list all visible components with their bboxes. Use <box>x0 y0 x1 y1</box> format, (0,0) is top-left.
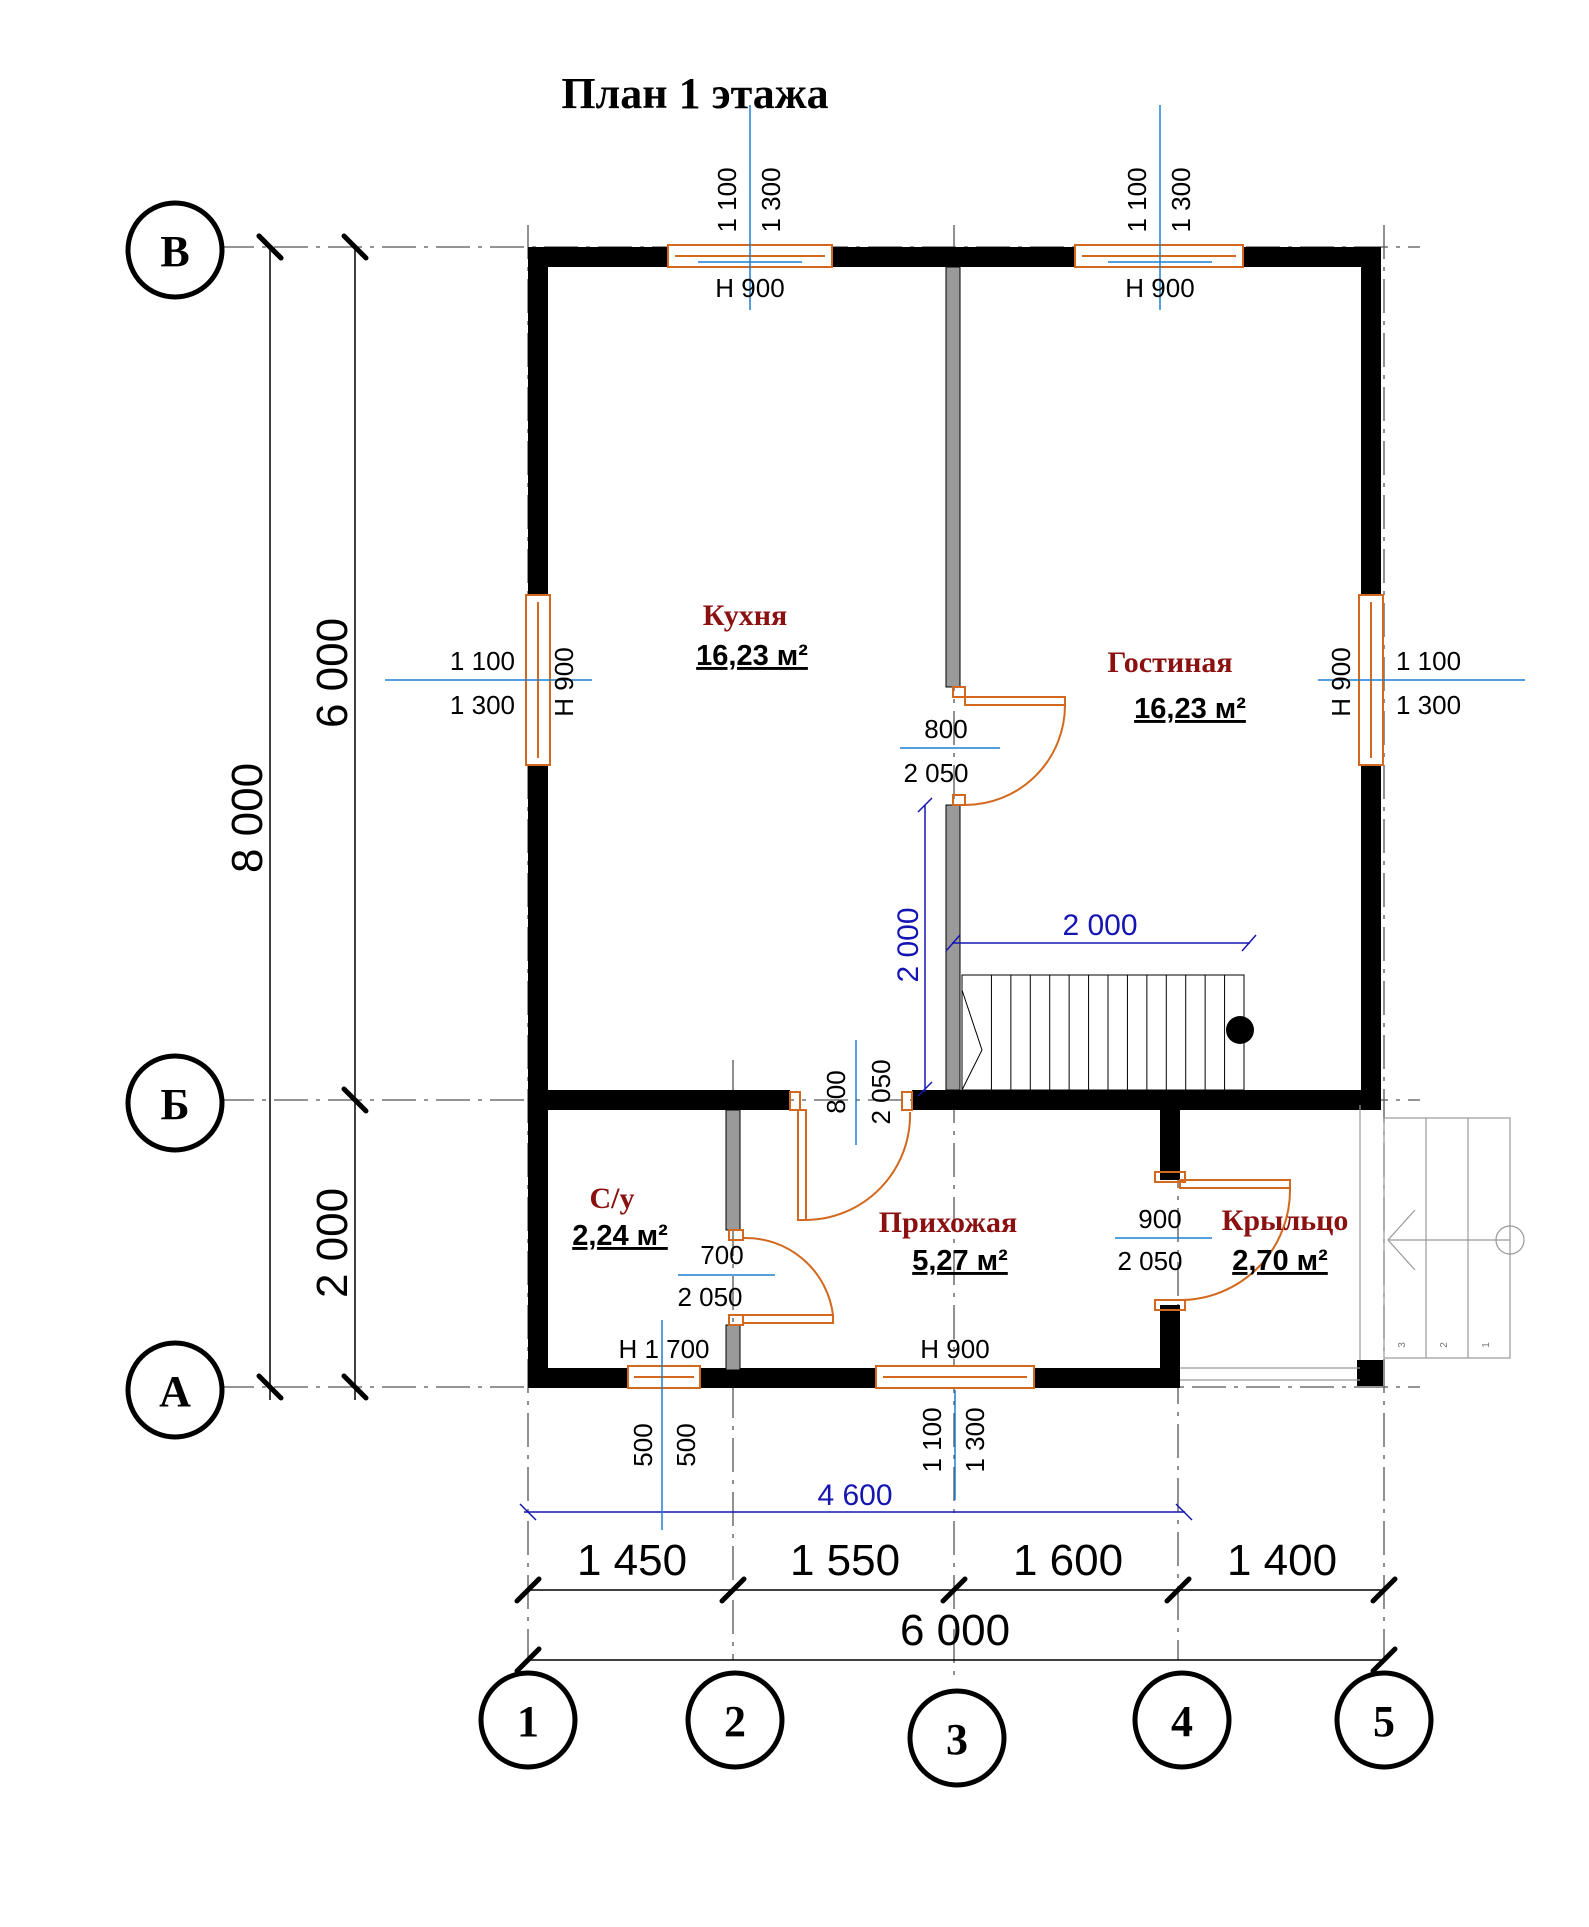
door-kitchen-height: 2 050 <box>903 758 968 788</box>
partitions <box>725 266 961 1371</box>
room-living-area: 16,23 м² <box>1134 693 1246 725</box>
axis-letter-a: А <box>159 1367 191 1416</box>
staircase: 2 000 2 000 <box>892 797 1257 1097</box>
axis-number-3: 3 <box>946 1715 968 1764</box>
porch-step-3: 3 <box>1397 1342 1408 1348</box>
window-right-sill: Н 900 <box>1326 647 1356 716</box>
window-right-width: 1 100 <box>1396 646 1461 676</box>
axis-number-2: 2 <box>724 1697 746 1746</box>
door-hall-height: 2 050 <box>866 1059 896 1124</box>
window-top-left-width: 1 100 <box>712 167 742 232</box>
inner-width-dim: 4 600 <box>817 1479 892 1512</box>
window-wc-sill: Н 1 700 <box>618 1334 709 1364</box>
stair-width-dim: 2 000 <box>1062 909 1137 942</box>
axis-bubbles-letters: В Б А <box>125 200 225 1440</box>
axis-lines <box>220 225 1420 1680</box>
window-top-left-sill: Н 900 <box>715 273 784 303</box>
window-hall-width: 1 100 <box>917 1407 947 1472</box>
doors: 800 2 050 800 2 050 700 2 050 900 2 050 <box>677 686 1292 1326</box>
window-left-height: 1 300 <box>450 690 515 720</box>
porch-steps: 3 2 1 <box>1180 1105 1525 1381</box>
porch-step-1: 1 <box>1481 1342 1492 1348</box>
window-top-left-height: 1 300 <box>756 167 786 232</box>
room-kitchen-name: Кухня <box>703 599 788 632</box>
upper-height-dim: 6 000 <box>308 618 357 728</box>
door-hall-width: 800 <box>821 1070 851 1113</box>
span-4-dim: 1 400 <box>1227 1536 1337 1585</box>
axis-letter-v: В <box>160 227 189 276</box>
plan-title: План 1 этажа <box>561 69 828 118</box>
window-hall-sill: Н 900 <box>920 1334 989 1364</box>
windows: 1 100 1 300 Н 900 1 100 1 300 Н 900 1 10… <box>385 105 1525 1530</box>
span-1-dim: 1 450 <box>577 1536 687 1585</box>
overall-height-dim: 8 000 <box>223 763 272 873</box>
room-hall-area: 5,27 м² <box>912 1245 1008 1277</box>
window-left-width: 1 100 <box>450 646 515 676</box>
window-wc-height: 500 <box>671 1423 701 1466</box>
window-hall-height: 1 300 <box>960 1407 990 1472</box>
door-kitchen-width: 800 <box>924 714 967 744</box>
bottom-dimensions: 1 450 1 550 1 600 1 400 6 000 4 600 <box>514 1479 1398 1674</box>
window-top-right-sill: Н 900 <box>1125 273 1194 303</box>
axis-number-1: 1 <box>517 1697 539 1746</box>
room-living-name: Гостиная <box>1107 646 1232 679</box>
window-top-right-height: 1 300 <box>1166 167 1196 232</box>
window-left-sill: Н 900 <box>549 647 579 716</box>
span-2-dim: 1 550 <box>790 1536 900 1585</box>
window-right-height: 1 300 <box>1396 690 1461 720</box>
window-wc-width: 500 <box>628 1423 658 1466</box>
axis-letter-b: Б <box>160 1080 189 1129</box>
stair-length-dim: 2 000 <box>892 907 925 982</box>
room-porch-name: Крыльцо <box>1222 1204 1349 1237</box>
walls <box>528 247 1383 1388</box>
porch-step-2: 2 <box>1439 1342 1450 1348</box>
window-top-right-width: 1 100 <box>1122 167 1152 232</box>
span-3-dim: 1 600 <box>1013 1536 1123 1585</box>
room-labels: Кухня 16,23 м² Гостиная 16,23 м² С/у 2,2… <box>572 599 1348 1277</box>
axis-bubbles-numbers: 1 2 3 4 5 <box>478 1670 1434 1788</box>
room-porch-area: 2,70 м² <box>1232 1245 1328 1277</box>
axis-number-4: 4 <box>1171 1697 1193 1746</box>
left-dimensions: 8 000 6 000 2 000 <box>223 233 369 1401</box>
room-kitchen-area: 16,23 м² <box>696 640 808 672</box>
door-wc-width: 700 <box>700 1240 743 1270</box>
room-hall-name: Прихожая <box>879 1206 1017 1239</box>
door-wc-height: 2 050 <box>677 1282 742 1312</box>
room-wc-area: 2,24 м² <box>572 1220 668 1252</box>
lower-height-dim: 2 000 <box>308 1188 357 1298</box>
room-wc-name: С/у <box>590 1182 635 1215</box>
door-porch-height: 2 050 <box>1117 1246 1182 1276</box>
door-porch-width: 900 <box>1138 1204 1181 1234</box>
axis-line-ticks <box>256 233 284 261</box>
axis-number-5: 5 <box>1373 1697 1395 1746</box>
overall-width-dim: 6 000 <box>900 1606 1010 1655</box>
